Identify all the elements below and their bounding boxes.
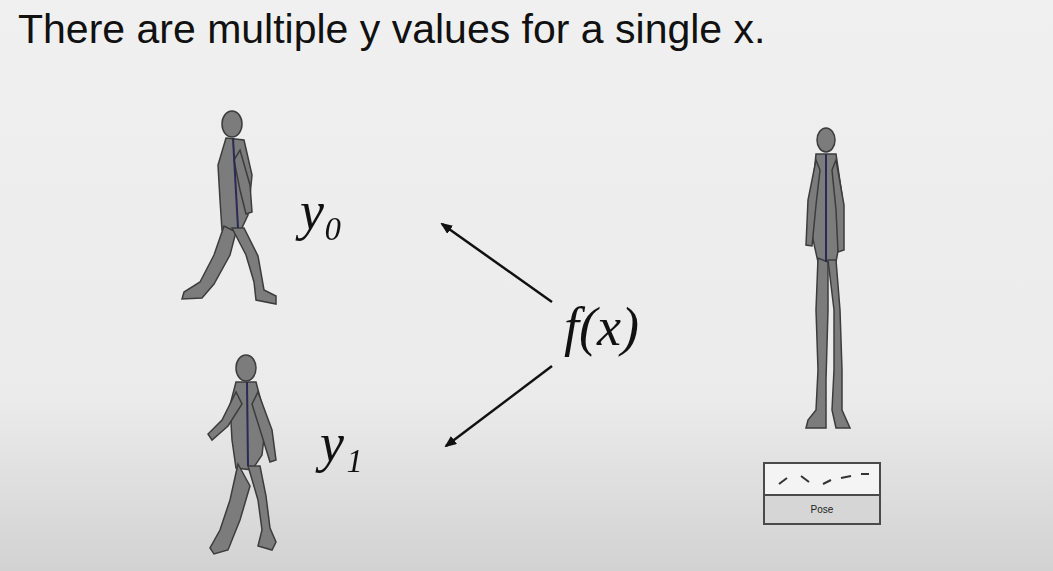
output-label: y₀ [300,180,343,242]
walking-figure [208,355,276,554]
function-label: f(x) [564,296,639,358]
box-label: Pose [765,496,879,523]
standing-figure [806,128,850,428]
dash-mark [801,476,809,482]
arrow-line [446,366,552,446]
dash-mark [779,478,787,484]
pose-box: Pose [763,462,881,525]
arrow-line [442,224,552,302]
dash-mark [861,473,869,475]
dash-mark [823,480,831,484]
pose-display [765,464,879,496]
output-label: y₁ [320,412,363,474]
pose-dashes [765,464,879,494]
dash-mark [841,476,851,478]
walking-figure [182,111,276,304]
title: There are multiple y values for a single… [18,6,765,53]
